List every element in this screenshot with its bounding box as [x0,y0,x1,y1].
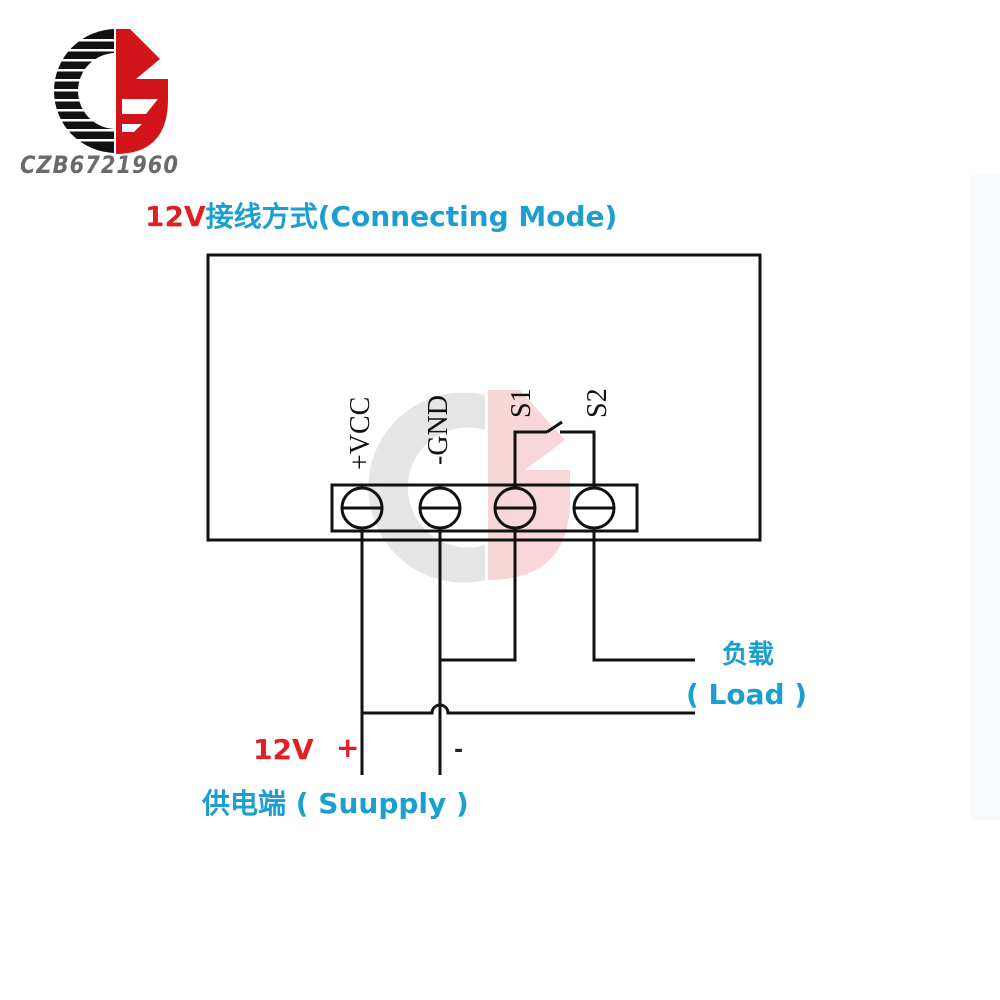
terminal-label-vcc: +VCC [345,397,376,470]
terminal-label-s2: S2 [582,388,613,418]
wire-s2-load [592,528,695,662]
wire-vcc-load [362,703,695,715]
supply-minus: - [454,738,464,763]
terminal-gnd [418,486,462,530]
supply-plus: + [336,731,360,764]
terminal-block [330,483,639,533]
supply-label: 供电端 ( Suupply ) [202,787,469,820]
page-title: 12V接线方式(Connecting Mode) [145,195,617,235]
czb-logo-icon [18,29,168,154]
title-voltage: 12V [145,200,206,233]
terminal-s2 [572,486,616,530]
title-text: 接线方式(Connecting Mode) [205,200,618,233]
background-strip [970,175,1000,820]
terminal-label-gnd: -GND [423,395,454,465]
wire-gnd-s1 [440,528,517,662]
terminal-vcc [340,486,384,530]
load-label-cn: 负载 [722,640,775,670]
supply-voltage: 12V [253,733,314,766]
brand-name: CZB6721960 [20,151,179,179]
switch-open-icon [513,420,596,488]
terminal-label-s1: S1 [506,388,537,418]
load-label-en: ( Load ) [686,678,808,711]
external-wiring [360,528,695,775]
module-outline [206,253,762,542]
